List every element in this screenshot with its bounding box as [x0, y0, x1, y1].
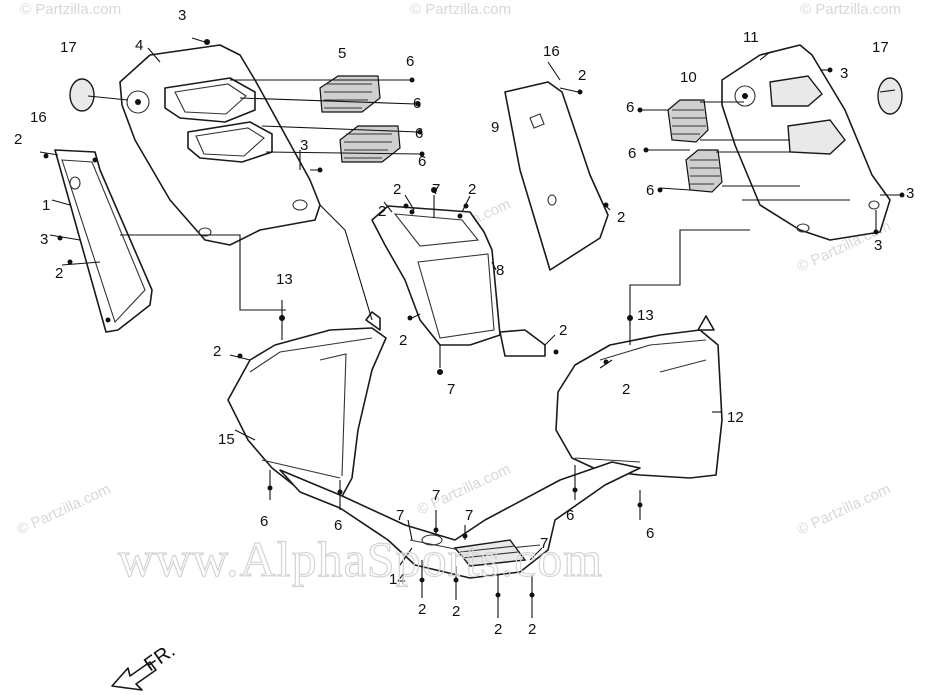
- part-4-left-side-cover: [119, 44, 321, 246]
- callout-2: 2: [393, 181, 401, 198]
- callout-6: 6: [413, 95, 421, 112]
- callout-5: 5: [338, 45, 346, 62]
- watermark-partzilla: © Partzilla.com: [15, 481, 114, 539]
- callout-16: 16: [30, 109, 47, 126]
- callout-6: 6: [628, 145, 636, 162]
- callout-9: 9: [491, 119, 499, 136]
- callout-6: 6: [415, 125, 423, 142]
- front-arrow-icon: [111, 661, 157, 691]
- callout-2: 2: [468, 181, 476, 198]
- callout-7: 7: [540, 535, 548, 552]
- callout-6: 6: [334, 517, 342, 534]
- callout-2: 2: [14, 131, 22, 148]
- callout-3: 3: [906, 185, 914, 202]
- callout-13: 13: [276, 271, 293, 288]
- callout-6: 6: [626, 99, 634, 116]
- callout-17: 17: [60, 39, 77, 56]
- part-15-left-lower-panel: [227, 311, 387, 501]
- callout-3: 3: [874, 237, 882, 254]
- callout-6: 6: [406, 53, 414, 70]
- callout-2: 2: [55, 265, 63, 282]
- callout-2: 2: [399, 332, 407, 349]
- callout-15: 15: [218, 431, 235, 448]
- part-11-right-side-cover: [721, 44, 891, 241]
- callout-3: 3: [840, 65, 848, 82]
- watermark-partzilla: © Partzilla.com: [410, 1, 511, 18]
- callout-7: 7: [447, 381, 455, 398]
- callout-2: 2: [617, 209, 625, 226]
- callout-2: 2: [494, 621, 502, 638]
- callout-2: 2: [452, 603, 460, 620]
- callout-labels: 3 4 17 5 6 6 6 6 3 16 2 1 3 2 2 7 2 2 8 …: [14, 7, 914, 638]
- callout-1: 1: [42, 197, 50, 214]
- callout-17: 17: [872, 39, 889, 56]
- part-8-center-inner-panel: [371, 205, 546, 357]
- callout-2: 2: [528, 621, 536, 638]
- part-10-grille-lower: [685, 149, 723, 193]
- callout-4: 4: [135, 37, 143, 54]
- callout-6: 6: [260, 513, 268, 530]
- callout-2: 2: [622, 381, 630, 398]
- callout-6: 6: [646, 182, 654, 199]
- callout-11: 11: [743, 29, 759, 46]
- callout-7: 7: [432, 181, 440, 198]
- part-17-right-cap: [877, 77, 903, 115]
- callout-8: 8: [496, 262, 504, 279]
- watermark-partzilla: © Partzilla.com: [795, 481, 894, 539]
- callout-10: 10: [680, 69, 697, 86]
- callout-3: 3: [40, 231, 48, 248]
- callout-3: 3: [300, 137, 308, 154]
- watermark-partzilla: © Partzilla.com: [20, 1, 121, 18]
- callout-7: 7: [432, 487, 440, 504]
- watermark-partzilla: © Partzilla.com: [800, 1, 901, 18]
- callout-2: 2: [578, 67, 586, 84]
- part-9-right-upright-panel: [504, 81, 609, 271]
- callout-6: 6: [566, 507, 574, 524]
- part-14-floor-panel: [279, 461, 641, 579]
- watermark-partzilla: © Partzilla.com: [415, 461, 514, 519]
- callout-3: 3: [178, 7, 186, 24]
- callout-2: 2: [213, 343, 221, 360]
- callout-2: 2: [378, 203, 386, 220]
- part-10-grille-upper: [667, 99, 709, 143]
- callout-6: 6: [418, 153, 426, 170]
- callout-12: 12: [727, 409, 744, 426]
- callout-16: 16: [543, 43, 560, 60]
- callout-2: 2: [559, 322, 567, 339]
- callout-13: 13: [637, 307, 654, 324]
- callout-7: 7: [396, 507, 404, 524]
- callout-6: 6: [646, 525, 654, 542]
- part-1-left-side-strip: [54, 149, 153, 333]
- front-direction-indicator: FR.: [111, 640, 179, 691]
- callout-7: 7: [465, 507, 473, 524]
- callout-14: 14: [389, 571, 406, 588]
- fasteners: [43, 39, 905, 598]
- part-5-grille-upper: [319, 75, 381, 113]
- part-17-left-cap: [69, 78, 95, 112]
- part-12-right-lower-panel: [555, 315, 723, 479]
- callout-2: 2: [418, 601, 426, 618]
- watermark-alphasports: www.AlphaSports.com: [118, 531, 603, 587]
